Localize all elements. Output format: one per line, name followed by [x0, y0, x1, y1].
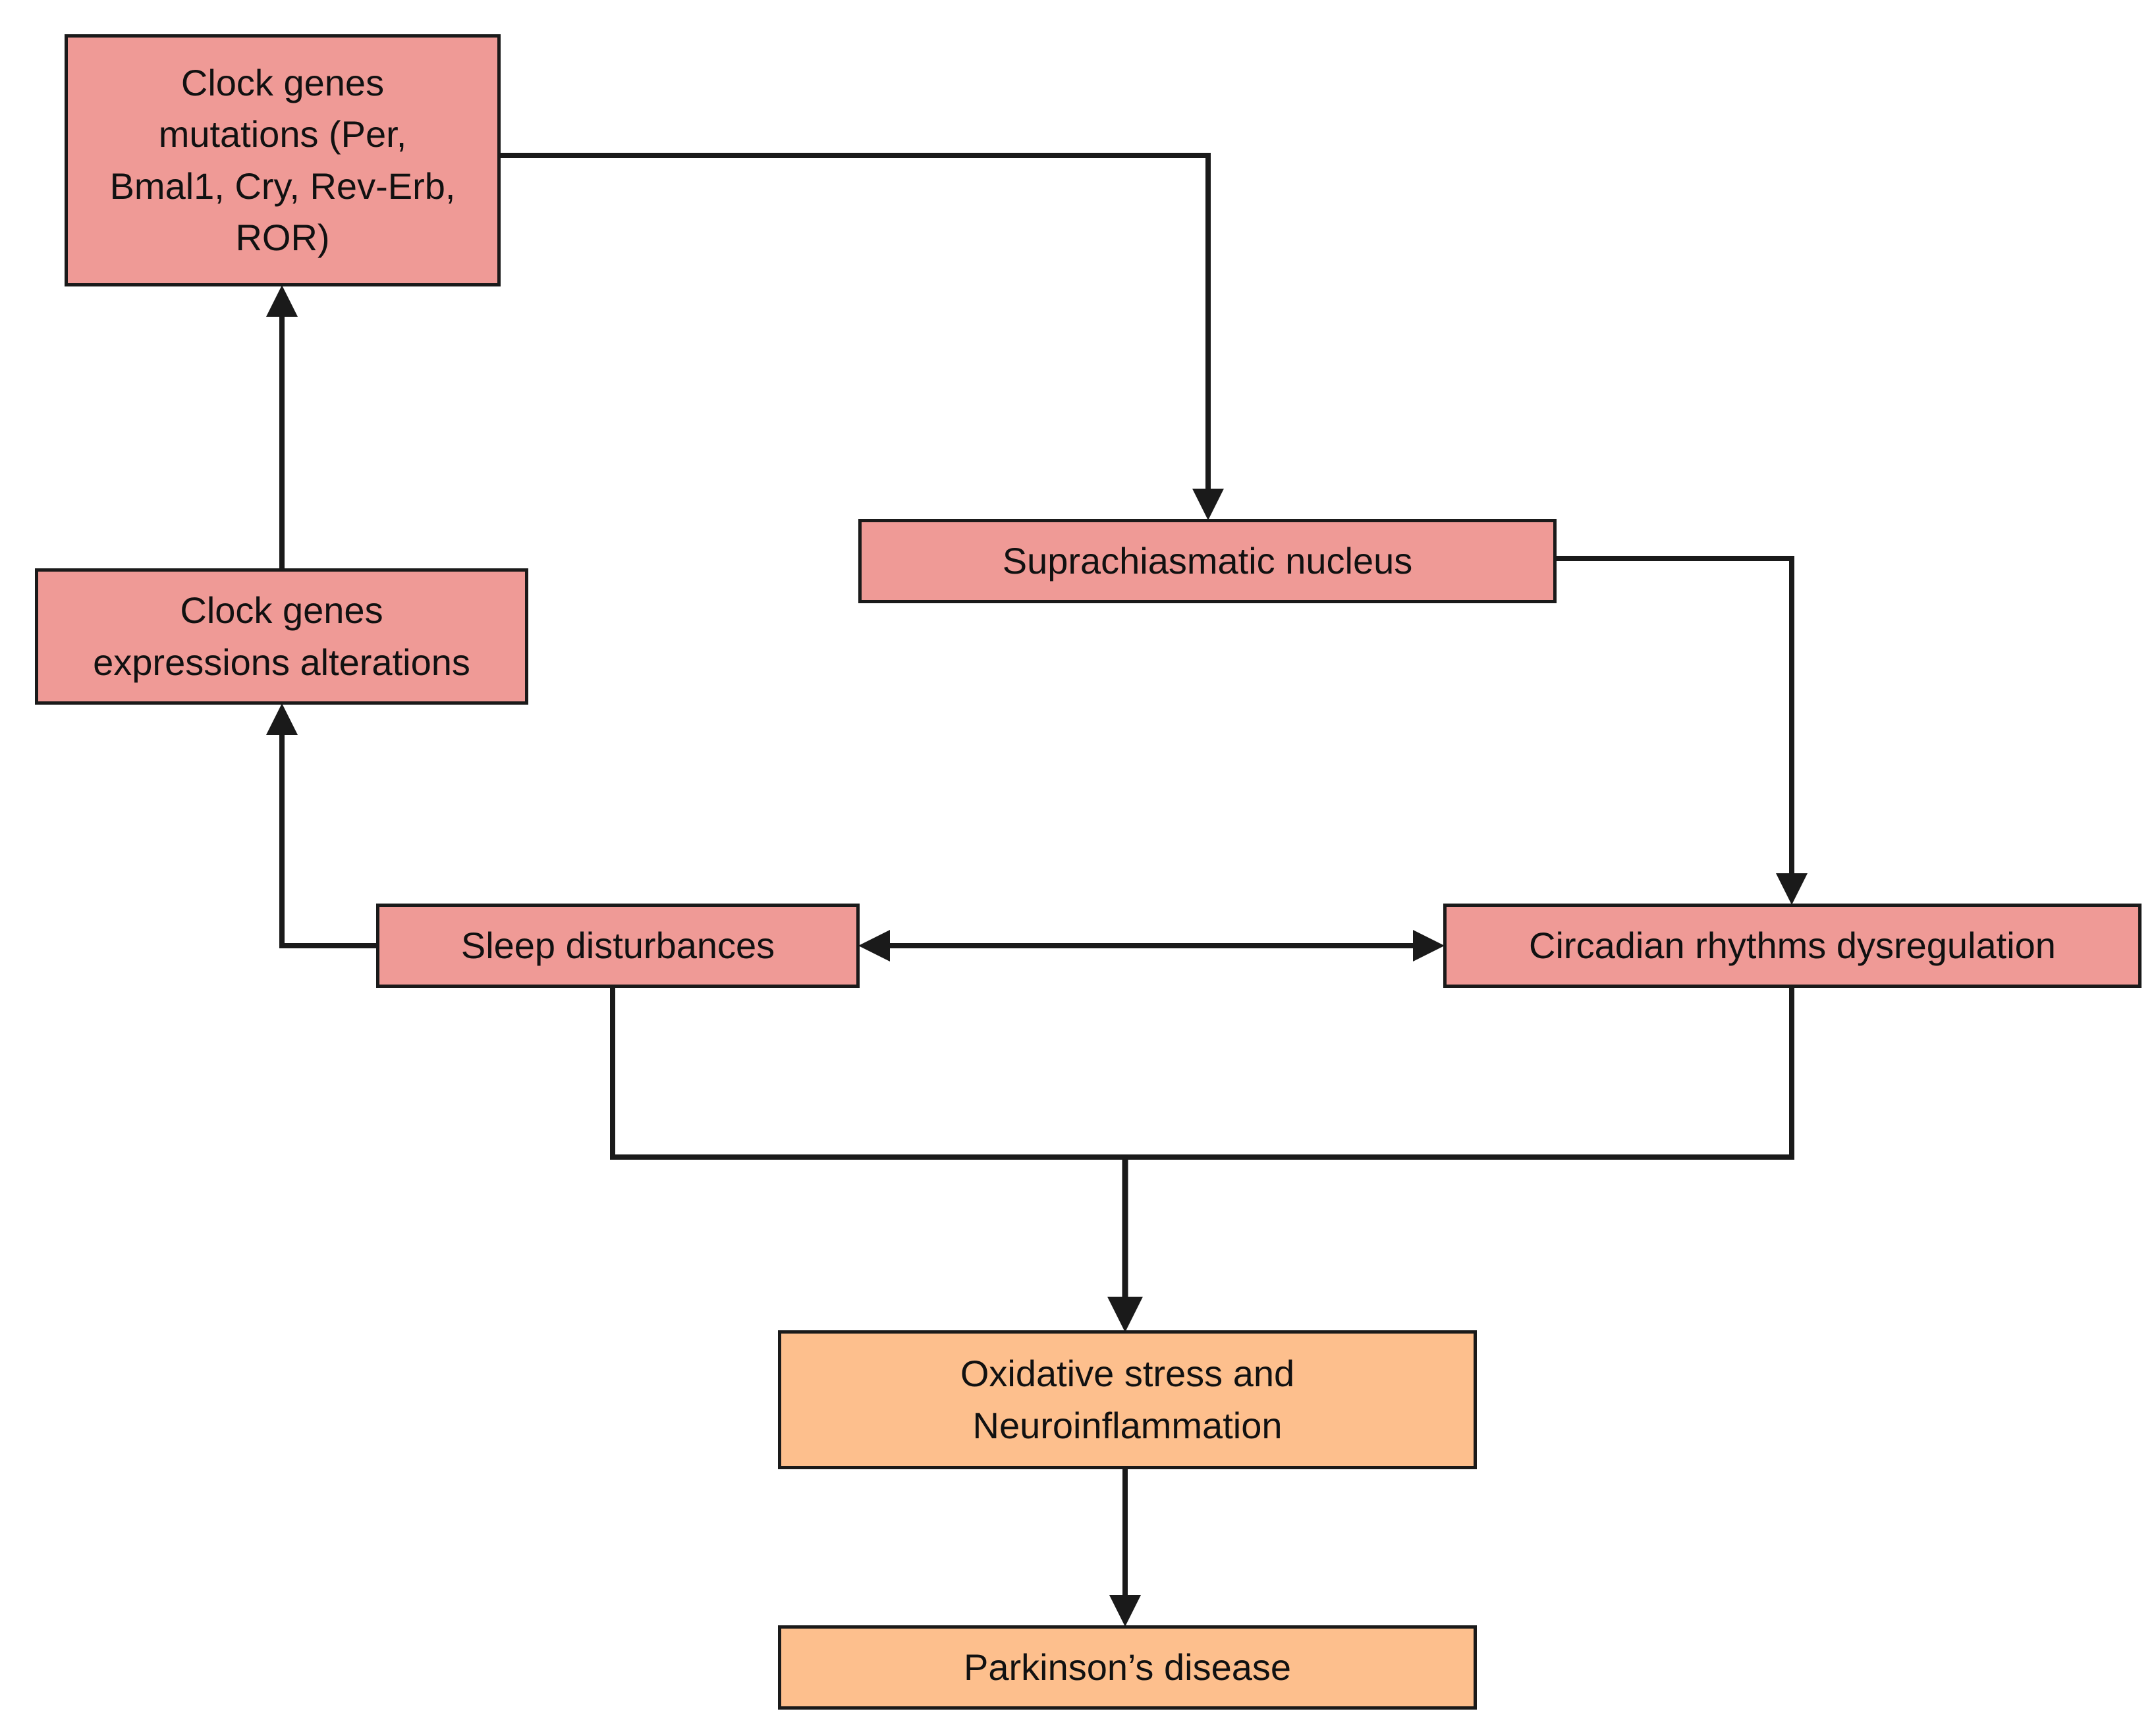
- edge-sleep-to-expressions: [266, 703, 376, 948]
- node-parkinsons-disease: Parkinson’s disease: [778, 1625, 1477, 1710]
- edge-mutations-to-scn: [501, 153, 1224, 520]
- node-sleep-disturbances: Sleep disturbances: [376, 904, 860, 988]
- node-clock-genes-expressions: Clock genes expressions alterations: [35, 568, 528, 705]
- node-clock-genes-mutations: Clock genes mutations (Per, Bmal1, Cry, …: [65, 34, 501, 286]
- edge-scn-to-circadian: [1557, 556, 1808, 905]
- node-suprachiasmatic-nucleus: Suprachiasmatic nucleus: [858, 519, 1557, 603]
- edge-circadian-down-to-merge: [1125, 988, 1794, 1160]
- node-circadian-rhythms-dysregulation: Circadian rhythms dysregulation: [1443, 904, 2142, 988]
- node-oxidative-stress-neuroinflammation: Oxidative stress and Neuroinflammation: [778, 1330, 1477, 1469]
- edge-sleep-down-to-merge: [610, 988, 1125, 1160]
